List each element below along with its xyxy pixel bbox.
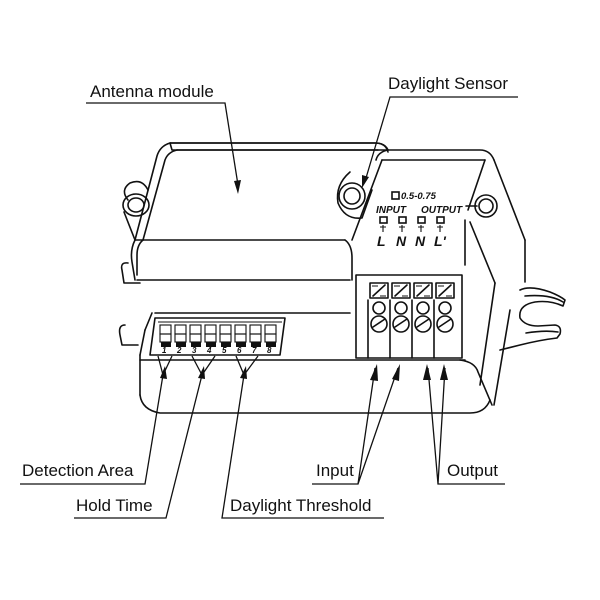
antenna-module-housing (130, 142, 389, 281)
arrow-icon (362, 175, 369, 188)
terminal-letter: N (396, 233, 407, 249)
daylight-threshold-label: Daylight Threshold (230, 496, 371, 515)
terminal-mark-3: N (415, 216, 426, 249)
dip-number: 6 (237, 346, 242, 355)
arrow-icon (198, 366, 205, 379)
dip-switch-6[interactable]: 6 (234, 324, 247, 355)
terminal-2[interactable] (389, 282, 411, 359)
dip-switch-5[interactable]: 5 (219, 324, 232, 355)
terminal-block[interactable] (355, 274, 463, 359)
terminal-letter: L (377, 233, 386, 249)
callout-hold-time: Hold Time (74, 355, 216, 519)
callout-input: Input (312, 364, 400, 485)
dip-number: 4 (206, 346, 212, 355)
dip-number: 3 (192, 346, 197, 355)
arrow-icon (392, 364, 400, 381)
daylight-sensor-label: Daylight Sensor (388, 74, 508, 93)
left-mounting-ear (122, 180, 150, 241)
input-label: Input (316, 461, 354, 480)
dip-number: 8 (267, 346, 272, 355)
dip-switch-4[interactable]: 4 (204, 324, 217, 355)
detection-area-label: Detection Area (22, 461, 134, 480)
dip-switch-2[interactable]: 2 (174, 324, 187, 355)
arrow-icon (240, 366, 247, 379)
terminal-1[interactable] (367, 282, 389, 359)
arrow-icon (440, 364, 448, 380)
dip-switch-1[interactable]: 1 (159, 324, 172, 355)
terminal-letter: N (415, 233, 426, 249)
dip-number: 1 (162, 346, 167, 355)
callout-antenna-module: Antenna module (86, 82, 241, 194)
callout-daylight-threshold: Daylight Threshold (221, 355, 384, 519)
output-marking: OUTPUT (421, 205, 463, 216)
output-label: Output (447, 461, 498, 480)
arrow-icon (423, 364, 431, 380)
arrow-icon (160, 366, 167, 379)
arrow-icon (370, 364, 378, 381)
dip-number: 5 (222, 346, 227, 355)
callout-output: Output (423, 364, 505, 485)
wire-size-text: 0.5-0.75 (401, 191, 437, 202)
terminal-4[interactable] (433, 282, 455, 359)
callout-daylight-sensor: Daylight Sensor (362, 74, 518, 188)
terminal-mark-4: L' (434, 216, 447, 249)
terminal-3[interactable] (411, 282, 433, 359)
hold-time-label: Hold Time (76, 496, 153, 515)
dip-switch-7[interactable]: 7 (249, 324, 262, 355)
terminal-housing (336, 149, 566, 406)
arrow-icon (234, 180, 241, 194)
input-marking: INPUT (376, 205, 407, 216)
dip-number: 2 (176, 346, 182, 355)
terminal-mark-2: N (396, 216, 407, 249)
dip-switch-3[interactable]: 3 (189, 324, 202, 355)
callout-detection-area: Detection Area (20, 355, 173, 485)
antenna-module-label: Antenna module (90, 82, 214, 101)
terminal-mark-1: L (377, 216, 388, 249)
terminal-letter: L' (434, 233, 447, 249)
dip-switch-8[interactable]: 8 (264, 324, 277, 355)
dip-number: 7 (252, 346, 257, 355)
